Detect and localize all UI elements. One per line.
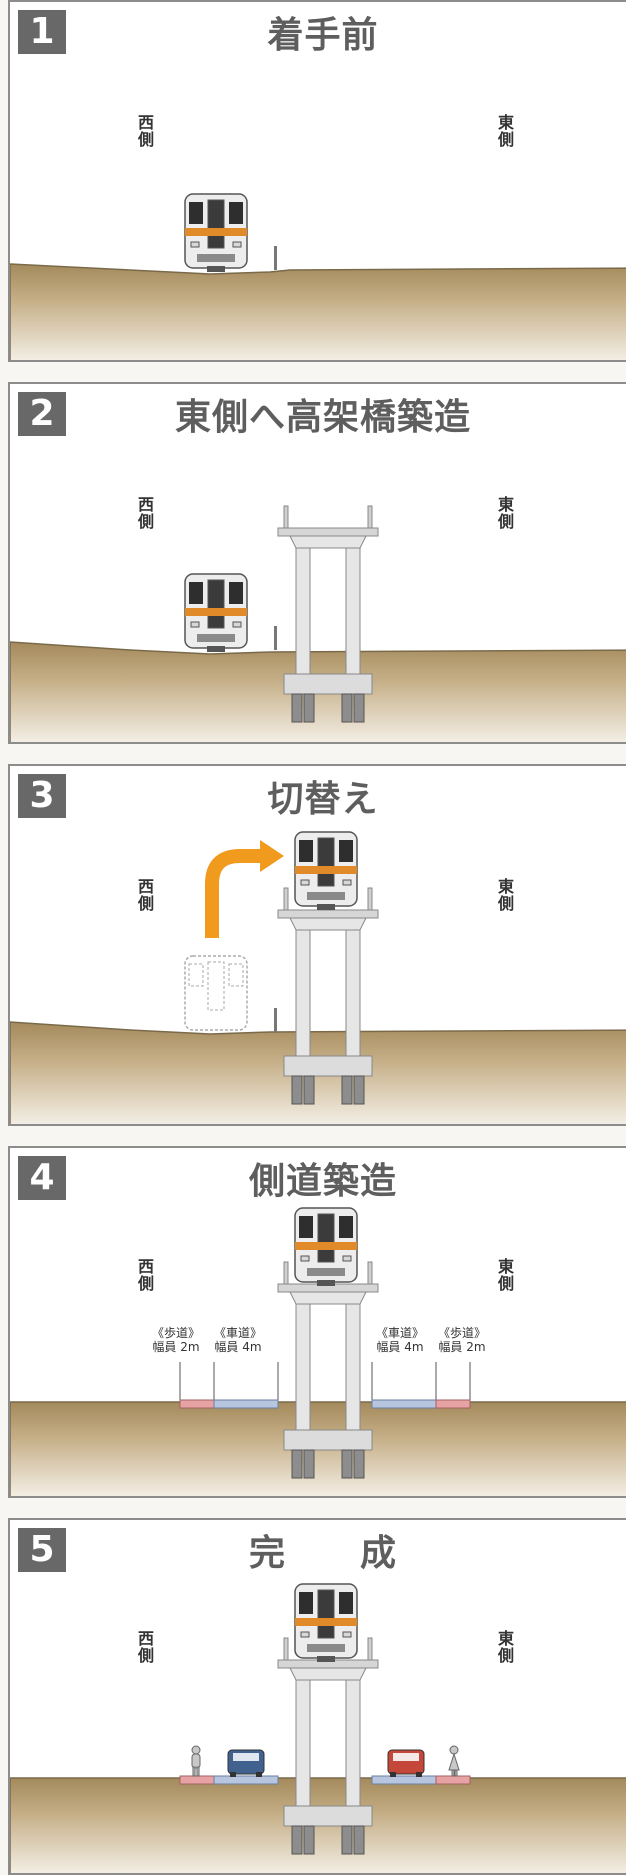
panel-title: 着手前: [267, 15, 379, 56]
east-label: 東側: [497, 113, 514, 149]
east-viaduct-construction-scene: [10, 505, 626, 742]
sidewalk-right-label: 《歩道》 幅員 2m: [437, 1326, 486, 1354]
west-label: 西側: [137, 1629, 154, 1665]
train-icon: [184, 573, 248, 653]
panel-5: 5 完 成 西側 東側: [8, 1518, 626, 1875]
side-road-construction-scene: [10, 1207, 626, 1496]
panel-2: 2 東側へ高架橋築造 西側 東側: [8, 382, 626, 744]
panel-number: 2: [18, 392, 66, 436]
west-label: 西側: [137, 113, 154, 149]
sidewalk-left: [179, 1399, 215, 1409]
panel-3: 3 切替え 西側 東側: [8, 764, 626, 1126]
east-label: 東側: [497, 877, 514, 913]
roadway-right-label: 《車道》 幅員 4m: [375, 1326, 424, 1354]
panel-title: 東側へ高架橋築造: [174, 397, 471, 438]
switch-arrow-icon: [205, 849, 262, 938]
panel-number: 1: [18, 10, 66, 54]
train-icon: [294, 831, 358, 911]
completed-scene: [10, 1583, 626, 1873]
car-icon-red: [387, 1749, 425, 1777]
pedestrian-icon: [448, 1745, 460, 1777]
panel-title: 側道築造: [248, 1161, 397, 1202]
panel-title: 完 成: [248, 1533, 397, 1574]
sidewalk-right: [435, 1399, 471, 1409]
sidewalk-left-label: 《歩道》 幅員 2m: [151, 1326, 200, 1354]
roadway-left-label: 《車道》 幅員 4m: [213, 1326, 262, 1354]
panel-number: 3: [18, 774, 66, 818]
train-icon: [294, 1583, 358, 1663]
switchover-scene: [10, 831, 626, 1124]
roadway-left: [213, 1399, 279, 1409]
car-icon-blue: [227, 1749, 265, 1777]
panel-title: 切替え: [267, 779, 379, 820]
train-icon: [184, 193, 248, 273]
panel-1: 1 着手前 西側 東側: [8, 0, 626, 362]
east-label: 東側: [497, 495, 514, 531]
west-label: 西側: [137, 877, 154, 913]
west-label: 西側: [137, 1257, 154, 1293]
roadway-right: [371, 1399, 437, 1409]
east-label: 東側: [497, 1257, 514, 1293]
panel-number: 4: [18, 1156, 66, 1200]
east-label: 東側: [497, 1629, 514, 1665]
pedestrian-icon: [191, 1745, 201, 1777]
panel-number: 5: [18, 1528, 66, 1572]
viaduct-icon: [277, 505, 379, 723]
train-icon: [294, 1207, 358, 1287]
panel-4: 4 側道築造 西側 東側 《歩道》 幅員 2m 《車道》 幅員 4m 《車道》 …: [8, 1146, 626, 1498]
before-construction-scene: [10, 193, 626, 360]
west-label: 西側: [137, 495, 154, 531]
